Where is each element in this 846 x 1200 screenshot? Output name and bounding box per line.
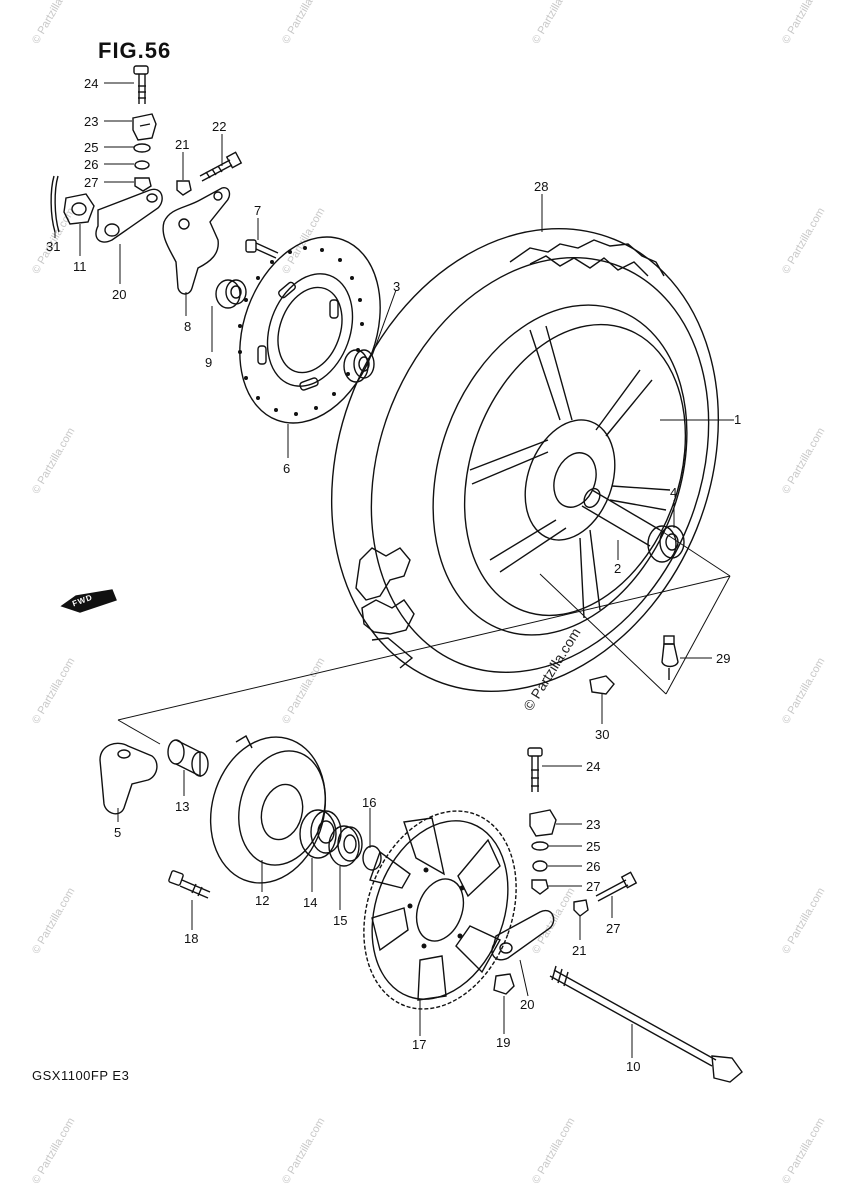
callout-label: 20: [520, 997, 535, 1012]
spacer-16: [362, 845, 382, 871]
callout-label: 10: [626, 1059, 641, 1074]
caliper-bracket-8: [162, 187, 231, 295]
nut-27-top: [134, 177, 152, 192]
forward-arrow-icon: [60, 589, 117, 613]
washer-25-bottom: [531, 841, 549, 851]
callout-label: 21: [572, 943, 587, 958]
oil-seal-15: [328, 825, 363, 867]
callout-label: 21: [175, 137, 190, 152]
callout-label: 27: [606, 921, 621, 936]
callout-label: 13: [175, 799, 190, 814]
callout-label: 30: [595, 727, 610, 742]
callout-label: 23: [586, 817, 601, 832]
bolt-24-top: [133, 65, 149, 104]
callout-label: 25: [586, 839, 601, 854]
chain-adjuster-20-bottom: [491, 909, 555, 961]
callout-label: 8: [184, 319, 192, 334]
washer-25-top: [133, 143, 151, 153]
nut-21-top: [176, 180, 192, 196]
callout-label: 16: [362, 795, 377, 810]
wheel-rim-1: [432, 304, 688, 636]
bolt-7: [245, 239, 279, 259]
axle-spacer-2: [581, 487, 661, 547]
callout-label: 19: [496, 1035, 511, 1050]
cotter-pin-31: [50, 175, 60, 233]
spacer-9: [215, 279, 247, 309]
callout-label: 17: [412, 1037, 427, 1052]
callout-label: 27: [84, 175, 99, 190]
callout-label: 24: [586, 759, 601, 774]
callout-label: 18: [184, 931, 199, 946]
callout-label: 5: [114, 825, 122, 840]
callout-label: 7: [254, 203, 262, 218]
callout-label: 22: [212, 119, 227, 134]
callout-label: 24: [84, 76, 99, 91]
spacer-3: [343, 349, 375, 383]
nut-11: [63, 193, 95, 225]
lockwasher-26-bottom: [532, 860, 548, 872]
callout-label: 26: [586, 859, 601, 874]
valve-29: [661, 635, 679, 680]
callout-label: 23: [84, 114, 99, 129]
callout-label: 1: [734, 412, 742, 427]
nut-19: [493, 973, 515, 995]
sprocket-carrier-12: [209, 735, 327, 884]
callout-label: 14: [303, 895, 318, 910]
callout-label: 31: [46, 239, 61, 254]
axle-10: [549, 965, 743, 1083]
model-code: GSX1100FP E3: [32, 1068, 130, 1083]
callout-label: 20: [112, 287, 127, 302]
callout-label: 9: [205, 355, 213, 370]
rear-sprocket-17: [363, 810, 517, 1010]
callout-label: 26: [84, 157, 99, 172]
callout-label: 2: [614, 561, 622, 576]
brake-disc-6: [238, 236, 381, 424]
sleeve-13: [167, 739, 209, 778]
figure-title: FIG.56: [98, 38, 172, 63]
callout-label: 3: [393, 279, 401, 294]
bolt-27-right: [595, 871, 638, 902]
nut-21-bottom: [573, 899, 589, 917]
damper-5: [99, 742, 158, 815]
callout-label: 28: [534, 179, 549, 194]
bracket-23-top: [132, 113, 157, 141]
callout-label: 11: [73, 259, 87, 274]
lockwasher-26-top: [134, 160, 150, 170]
callout-label: 27: [586, 879, 601, 894]
callout-label: 25: [84, 140, 99, 155]
callout-label: 12: [255, 893, 270, 908]
callout-label: 29: [716, 651, 731, 666]
callout-label: 15: [333, 913, 348, 928]
tire-28: [330, 228, 720, 692]
bolt-22: [199, 151, 243, 182]
bearing-14: [299, 809, 342, 859]
bolt-18: [168, 870, 211, 899]
nut-27-bottom: [531, 879, 549, 895]
bolt-24-bottom: [527, 747, 543, 792]
chain-adjuster-20-top: [95, 188, 163, 243]
bearing-4: [647, 525, 685, 563]
callout-label: 4: [670, 485, 678, 500]
bracket-23-bottom: [529, 809, 557, 837]
weight-30: [589, 675, 615, 695]
callout-label: 6: [283, 461, 291, 476]
